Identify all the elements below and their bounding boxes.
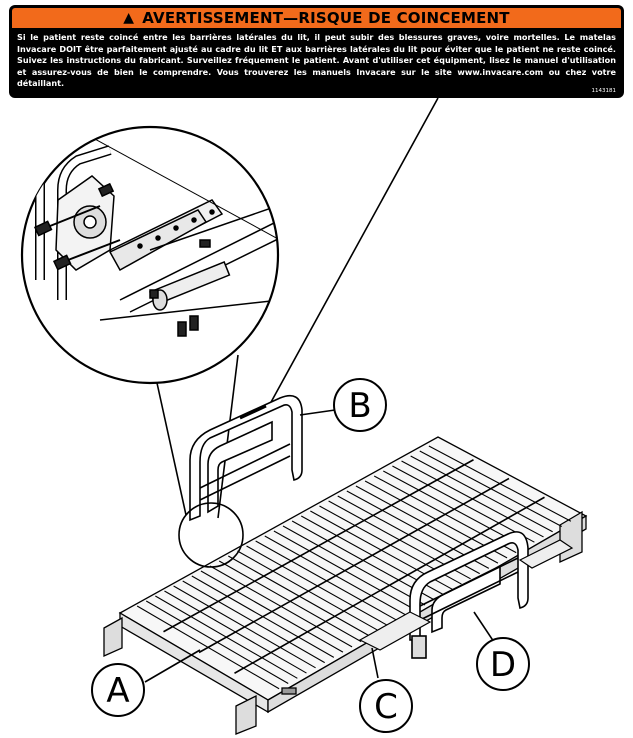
deck-support-wire xyxy=(234,496,545,674)
magnified-detail xyxy=(20,125,280,385)
warning-label: ▲ AVERTISSEMENT—RISQUE DE COINCEMENT Si … xyxy=(9,5,624,98)
warning-code: 1143181 xyxy=(591,88,617,94)
label-leader-line xyxy=(269,97,439,405)
deck-slats xyxy=(136,445,572,690)
side-rail-d xyxy=(409,531,529,659)
bed-mechanism xyxy=(358,539,574,651)
callout-d: D xyxy=(473,611,530,691)
warning-title: AVERTISSEMENT—RISQUE DE COINCEMENT xyxy=(142,9,510,27)
warning-body: Si le patient reste coincé entre les bar… xyxy=(17,32,616,89)
warning-header: ▲ AVERTISSEMENT—RISQUE DE COINCEMENT xyxy=(12,8,621,28)
magnifier-line-left xyxy=(156,382,187,516)
callout-d-label: D xyxy=(490,645,516,685)
detail-circle xyxy=(178,502,244,568)
callout-a-label: A xyxy=(106,671,129,711)
bed-frame xyxy=(103,436,588,735)
callout-c-label: C xyxy=(374,687,398,727)
side-rail-b xyxy=(189,394,303,522)
magnifier-line-right xyxy=(217,354,239,519)
deck-support-wire xyxy=(163,459,474,633)
deck-support-wire xyxy=(198,477,510,654)
warning-triangle-icon: ▲ xyxy=(123,10,135,26)
callout-b: B xyxy=(299,378,387,432)
callout-b-label: B xyxy=(348,386,371,426)
callout-c: C xyxy=(359,647,413,733)
callout-a: A xyxy=(91,649,201,717)
